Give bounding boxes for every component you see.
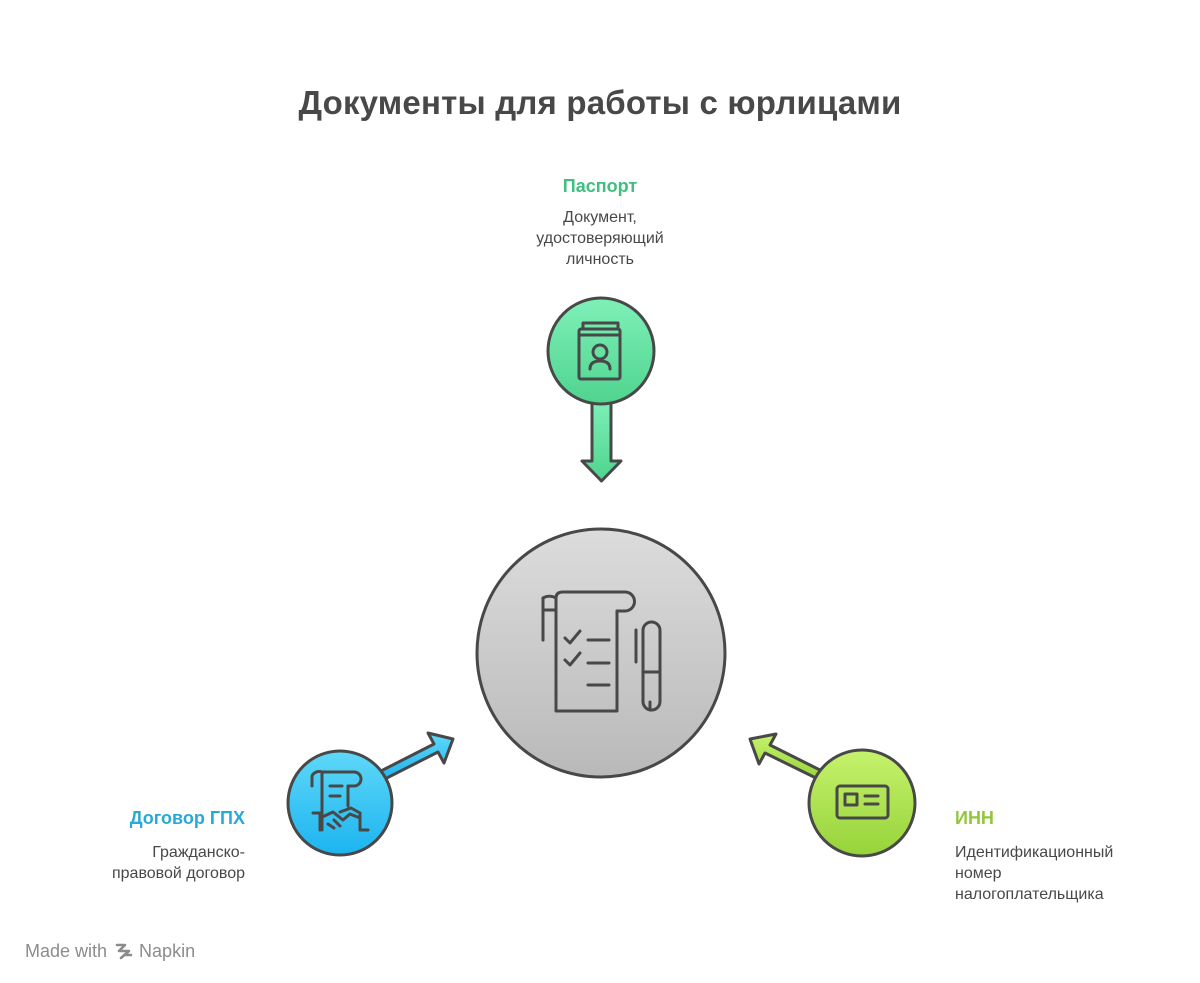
contract-handshake-icon	[310, 770, 370, 832]
inn-description: Идентификационный номер налогоплательщик…	[955, 844, 1114, 903]
inn-circle	[807, 748, 917, 858]
passport-arrow	[580, 396, 623, 483]
gph-arrow	[373, 731, 455, 784]
brand-name: Napkin	[139, 940, 196, 961]
passport-label: Паспорт Документ, удостоверяющий личност…	[452, 176, 748, 270]
made-with-text: Made with	[25, 940, 108, 961]
gph-title: Договор ГПХ	[129, 808, 245, 828]
napkin-logo-icon	[115, 941, 133, 961]
passport-icon	[577, 321, 622, 381]
inn-title: ИНН	[955, 808, 994, 828]
passport-title: Паспорт	[562, 176, 638, 196]
page-title: Документы для работы с юрлицами	[298, 84, 902, 121]
inn-arrow	[748, 732, 828, 783]
gph-circle	[286, 749, 394, 857]
id-card-icon	[835, 784, 890, 820]
inn-label: ИНН Идентификационный номер налогоплател…	[955, 808, 1185, 905]
center-circle	[475, 527, 727, 779]
document-checklist-pen-icon	[541, 590, 662, 713]
napkin-watermark: Made with Napkin	[25, 940, 195, 962]
passport-circle	[546, 296, 656, 406]
gph-description: Гражданско- правовой договор	[111, 844, 245, 882]
passport-description: Документ, удостоверяющий личность	[536, 209, 664, 268]
gph-label: Договор ГПХ Гражданско- правовой договор	[20, 808, 245, 884]
